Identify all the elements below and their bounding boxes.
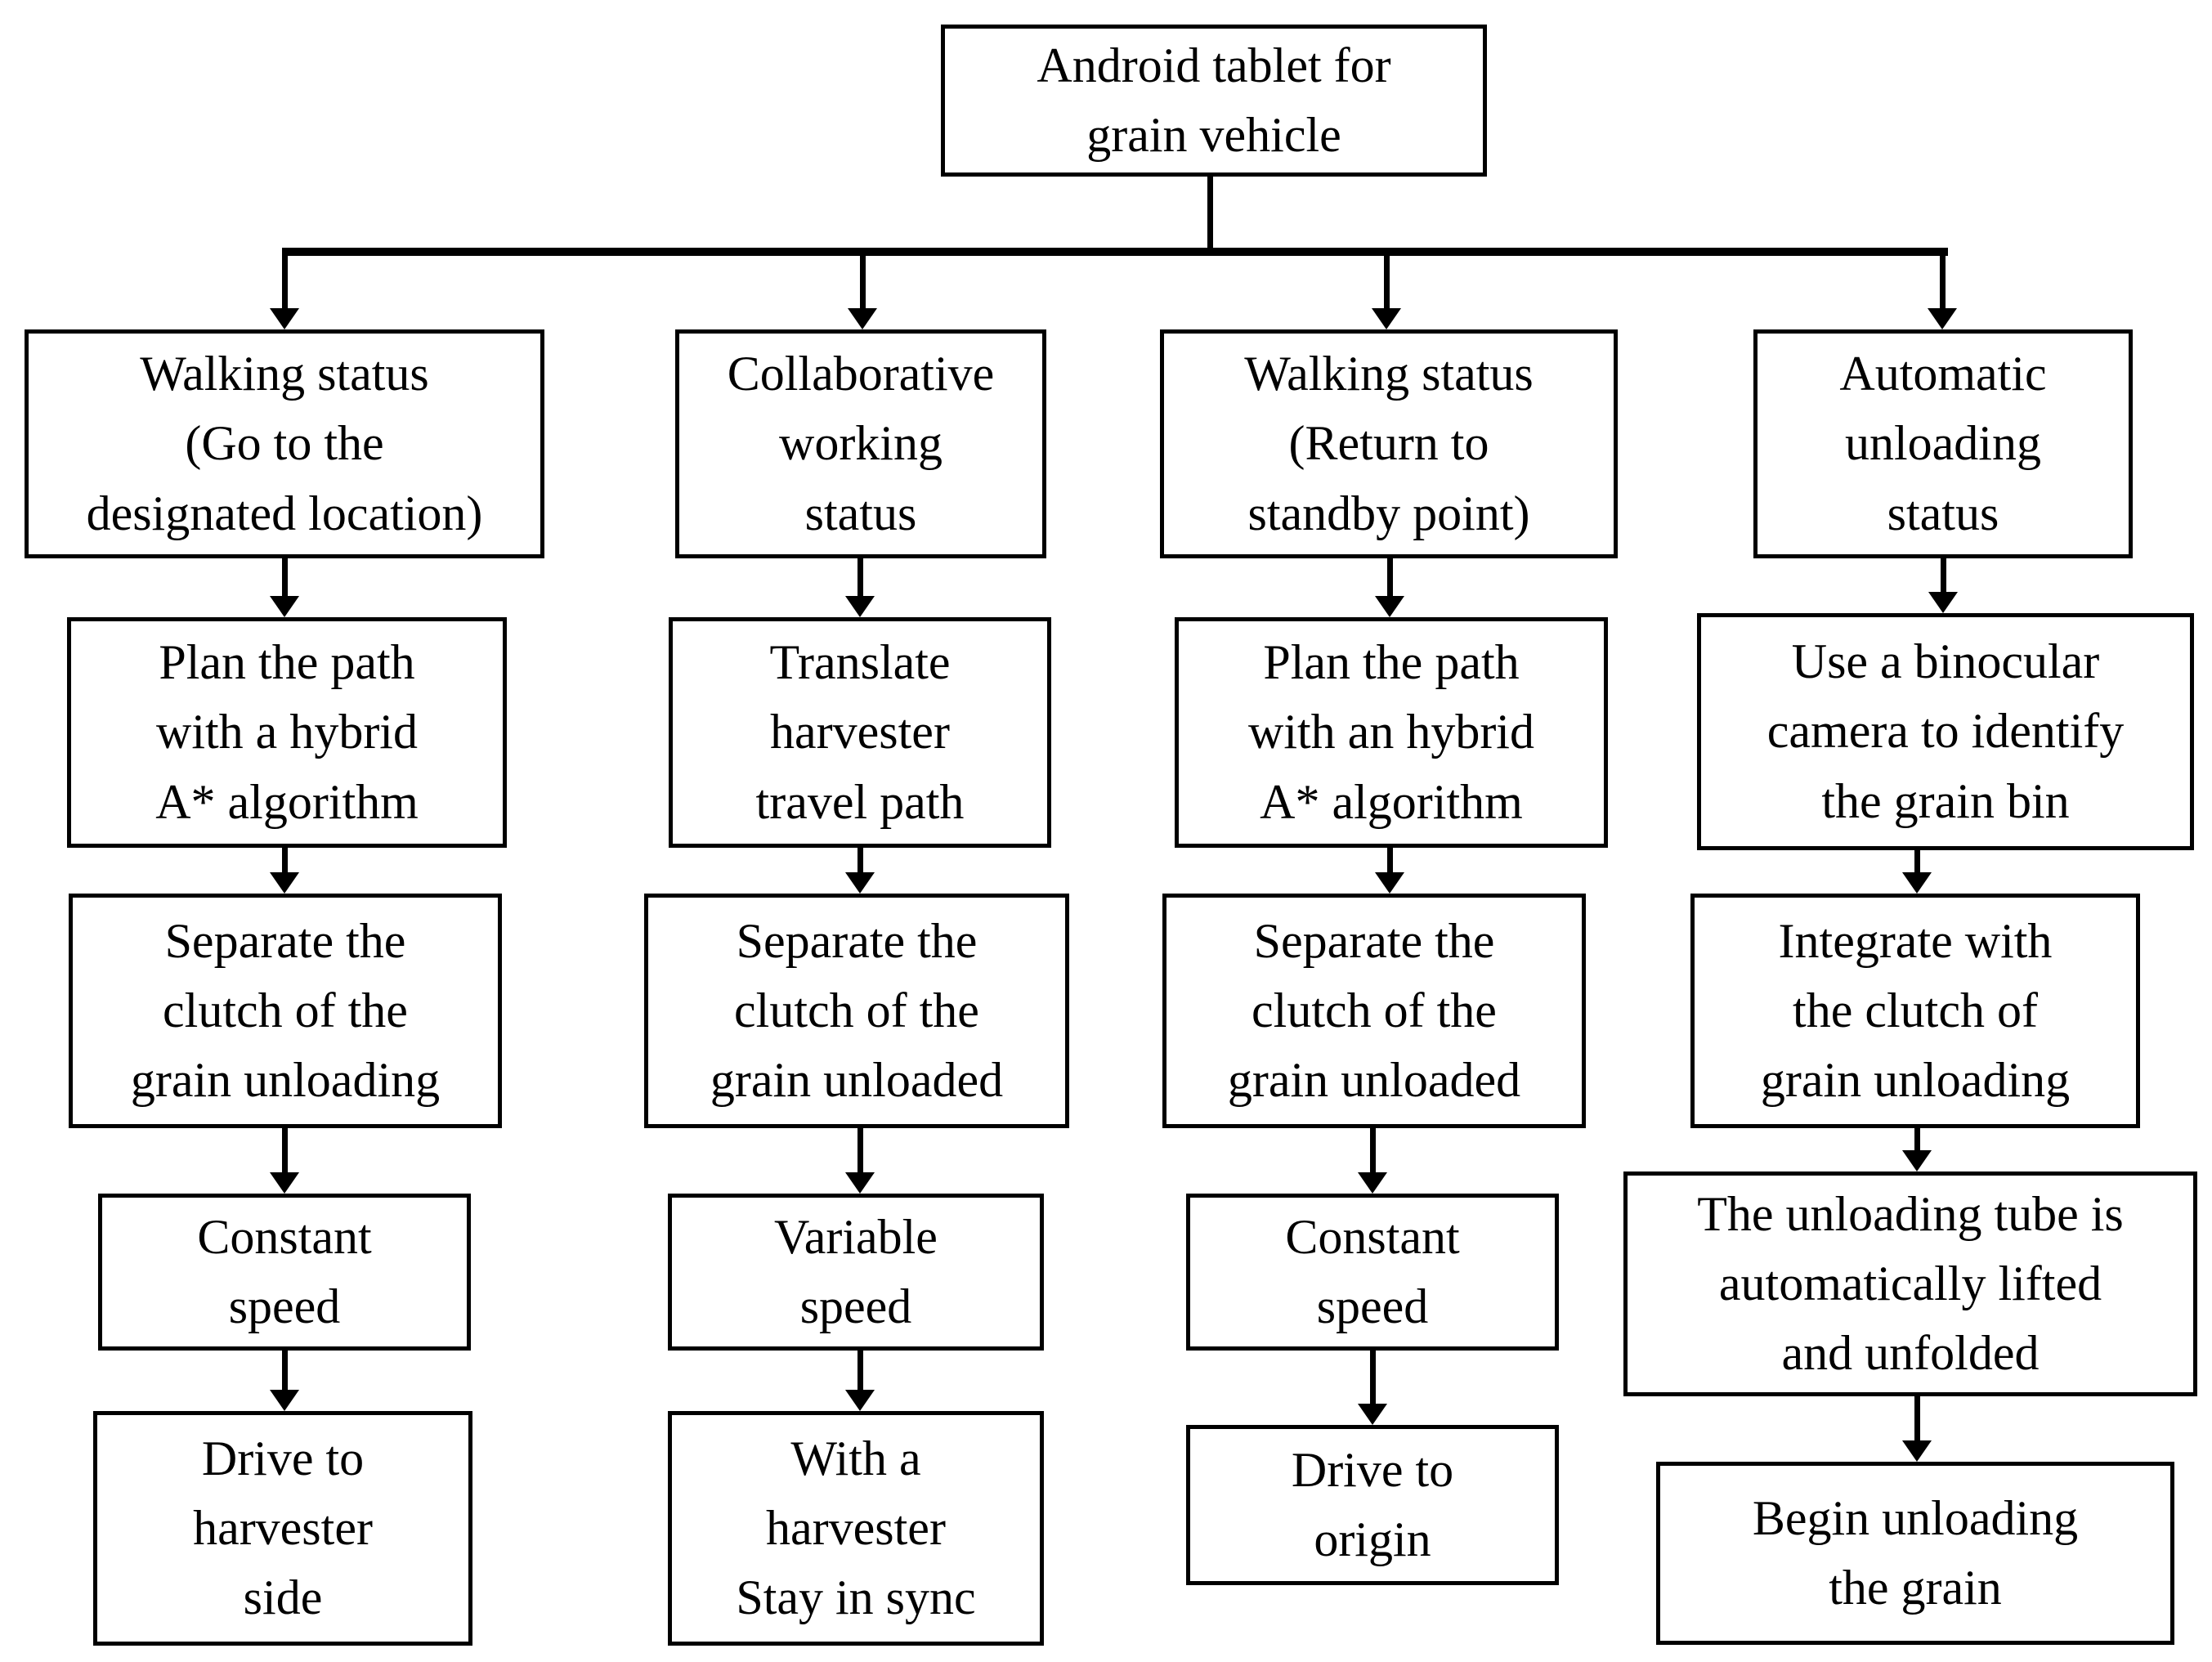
arrow-down-icon [845, 558, 875, 617]
node-drive-to-harvester-side: Drive to harvester side [93, 1411, 472, 1646]
node-binocular-camera-identify-bin: Use a binocular camera to identify the g… [1697, 613, 2194, 850]
connector-horizontal-bar [282, 248, 1948, 256]
node-plan-path-hybrid-astar: Plan the path with a hybrid A* algorithm [67, 617, 507, 848]
arrow-down-icon [1902, 850, 1932, 894]
arrow-down-icon [270, 848, 299, 894]
arrow-down-icon [1902, 1396, 1932, 1462]
branch-arrow-down-icon [270, 252, 299, 329]
node-separate-clutch-unloading: Separate the clutch of the grain unloadi… [69, 894, 502, 1128]
arrow-down-icon [1375, 558, 1404, 617]
node-collaborative-working-status: Collaborative working status [675, 329, 1046, 558]
branch-arrow-down-icon [1928, 252, 1957, 329]
node-root-android-tablet: Android tablet for grain vehicle [941, 25, 1487, 177]
arrow-down-icon [1375, 848, 1404, 894]
arrow-down-icon [845, 1128, 875, 1194]
branch-arrow-down-icon [1372, 252, 1401, 329]
node-constant-speed-return: Constant speed [1186, 1194, 1559, 1351]
node-variable-speed: Variable speed [668, 1194, 1044, 1351]
node-unloading-tube-lifted-unfolded: The unloading tube is automatically lift… [1623, 1171, 2197, 1396]
arrow-down-icon [270, 1351, 299, 1411]
branch-arrow-down-icon [848, 252, 877, 329]
node-translate-harvester-travel-path: Translate harvester travel path [669, 617, 1051, 848]
node-stay-in-sync-with-harvester: With a harvester Stay in sync [668, 1411, 1044, 1646]
node-walking-status-return: Walking status (Return to standby point) [1160, 329, 1618, 558]
arrow-down-icon [1358, 1351, 1387, 1425]
node-separate-clutch-unloaded-return: Separate the clutch of the grain unloade… [1162, 894, 1586, 1128]
node-plan-path-hybrid-astar-return: Plan the path with an hybrid A* algorith… [1175, 617, 1608, 848]
node-constant-speed-go: Constant speed [98, 1194, 471, 1351]
node-integrate-clutch-grain-unloading: Integrate with the clutch of grain unloa… [1690, 894, 2140, 1128]
node-begin-unloading-grain: Begin unloading the grain [1656, 1462, 2174, 1645]
arrow-down-icon [1902, 1128, 1932, 1171]
node-walking-status-go: Walking status (Go to the designated loc… [25, 329, 544, 558]
arrow-down-icon [1928, 558, 1958, 613]
arrow-down-icon [845, 848, 875, 894]
node-drive-to-origin: Drive to origin [1186, 1425, 1559, 1585]
arrow-down-icon [270, 1128, 299, 1194]
arrow-down-icon [845, 1351, 875, 1411]
arrow-down-icon [270, 558, 299, 617]
node-automatic-unloading-status: Automatic unloading status [1753, 329, 2133, 558]
node-separate-clutch-unloaded-collab: Separate the clutch of the grain unloade… [644, 894, 1069, 1128]
arrow-down-icon [1358, 1128, 1387, 1194]
connector-trunk-line [1207, 177, 1213, 256]
